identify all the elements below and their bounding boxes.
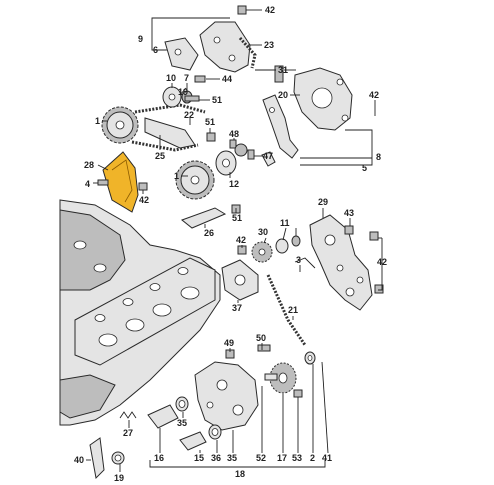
label-2: 2 bbox=[310, 453, 315, 463]
label-42b: 42 bbox=[369, 90, 379, 100]
label-49: 49 bbox=[224, 338, 234, 348]
bolt-42-c bbox=[138, 182, 148, 191]
label-23: 23 bbox=[264, 40, 274, 50]
label-28: 28 bbox=[84, 160, 94, 170]
highlighted-chain-guide-28 bbox=[102, 151, 139, 213]
label-42e: 42 bbox=[377, 257, 387, 267]
bolt-53 bbox=[293, 389, 303, 398]
pin-4 bbox=[97, 179, 109, 186]
timing-chain-upper bbox=[131, 103, 206, 152]
label-10: 10 bbox=[166, 73, 176, 83]
camshaft-sprocket-12 bbox=[215, 143, 248, 176]
timing-cover-upper bbox=[164, 21, 257, 73]
label-1b: 1 bbox=[174, 171, 179, 181]
bolt-51-b bbox=[206, 132, 216, 142]
label-11: 11 bbox=[280, 218, 290, 228]
label-37: 37 bbox=[232, 303, 242, 313]
label-51a: 51 bbox=[212, 95, 222, 105]
camshaft-sprocket-lower bbox=[175, 160, 215, 200]
label-26: 26 bbox=[204, 228, 214, 238]
label-43: 43 bbox=[344, 208, 354, 218]
chain-guide-cover-right bbox=[261, 65, 353, 167]
highlighted-part-fill bbox=[102, 151, 139, 213]
label-18: 18 bbox=[235, 469, 245, 479]
camshaft-sprocket-upper bbox=[101, 106, 139, 144]
label-47: 47 bbox=[263, 151, 273, 161]
callout-labels: 42 9 6 23 31 20 10 7 44 19 51 22 1 25 51… bbox=[74, 5, 387, 483]
piston-15 bbox=[179, 431, 207, 451]
label-31: 31 bbox=[278, 65, 288, 75]
seal-2 bbox=[304, 351, 316, 365]
label-25: 25 bbox=[155, 151, 165, 161]
label-40: 40 bbox=[74, 455, 84, 465]
label-35b: 35 bbox=[227, 453, 237, 463]
label-36: 36 bbox=[211, 453, 221, 463]
label-52: 52 bbox=[256, 453, 266, 463]
chain-tensioner-rail-25 bbox=[144, 117, 196, 149]
oil-pump-housing bbox=[194, 361, 259, 431]
washer-11 bbox=[275, 235, 301, 254]
label-7: 7 bbox=[184, 73, 189, 83]
label-15: 15 bbox=[194, 453, 204, 463]
idler-gear-10 bbox=[162, 75, 206, 108]
spring-27 bbox=[119, 411, 137, 419]
label-44: 44 bbox=[222, 74, 232, 84]
label-27: 27 bbox=[123, 428, 133, 438]
retainer-3 bbox=[294, 257, 316, 269]
label-50: 50 bbox=[256, 333, 266, 343]
label-6: 6 bbox=[153, 45, 158, 55]
label-4: 4 bbox=[85, 179, 90, 189]
label-29: 29 bbox=[318, 197, 328, 207]
valve-bore-row bbox=[94, 267, 200, 347]
seal-19 bbox=[111, 451, 125, 465]
label-19b: 19 bbox=[178, 87, 188, 97]
label-30: 30 bbox=[258, 227, 268, 237]
label-17: 17 bbox=[277, 453, 287, 463]
label-42a: 42 bbox=[265, 5, 275, 15]
bolt-50 bbox=[257, 344, 271, 352]
piston-16 bbox=[147, 404, 179, 429]
label-19: 19 bbox=[114, 473, 124, 483]
label-53: 53 bbox=[292, 453, 302, 463]
label-51b: 51 bbox=[205, 117, 215, 127]
ring-35-a bbox=[175, 396, 189, 412]
cylinder-head bbox=[59, 199, 221, 426]
label-8: 8 bbox=[376, 152, 381, 162]
label-42c: 42 bbox=[139, 195, 149, 205]
label-16: 16 bbox=[154, 453, 164, 463]
leader-lines bbox=[86, 17, 383, 472]
sensor-40 bbox=[89, 437, 105, 480]
label-48: 48 bbox=[229, 129, 239, 139]
label-3: 3 bbox=[296, 255, 301, 265]
label-35a: 35 bbox=[177, 418, 187, 428]
ring-36 bbox=[208, 424, 222, 440]
timing-chain-21 bbox=[266, 274, 307, 346]
sprocket-30 bbox=[251, 241, 273, 263]
label-22: 22 bbox=[184, 110, 194, 120]
chain-rail-26 bbox=[180, 207, 227, 229]
label-42d: 42 bbox=[236, 235, 246, 245]
label-51c: 51 bbox=[232, 213, 242, 223]
bolt-48 bbox=[229, 139, 237, 149]
label-41: 41 bbox=[322, 453, 332, 463]
timing-cover-29 bbox=[309, 214, 384, 311]
cover-bolt-42 bbox=[237, 5, 262, 15]
label-20: 20 bbox=[278, 90, 288, 100]
label-21: 21 bbox=[288, 305, 298, 315]
bolt-47 bbox=[247, 149, 255, 160]
label-9: 9 bbox=[138, 34, 143, 44]
chain-tensioner-37 bbox=[221, 245, 259, 301]
label-5: 5 bbox=[362, 163, 367, 173]
drive-gear-17 bbox=[264, 362, 297, 394]
label-1: 1 bbox=[95, 116, 100, 126]
label-12: 12 bbox=[229, 179, 239, 189]
